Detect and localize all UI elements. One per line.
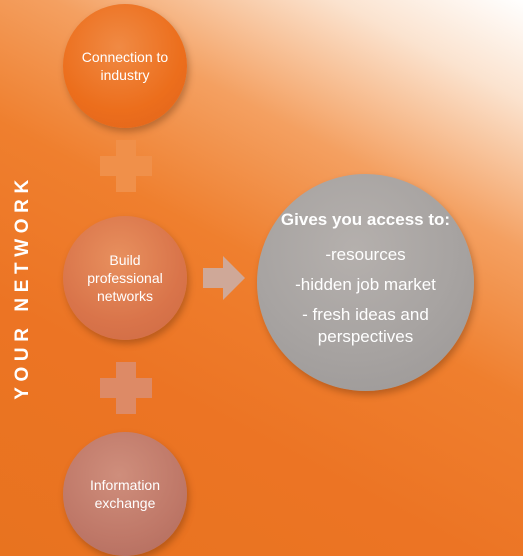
arrow-right-icon [203,256,245,300]
plus-icon [100,362,152,414]
result-title: Gives you access to: [280,210,451,229]
result-item-fresh-ideas: - fresh ideas and perspectives [302,305,429,346]
result-circle: Gives you access to: -resources -hidden … [257,174,474,391]
plus-icon [100,140,152,192]
result-item-hidden-job-market: -hidden job market [295,275,436,294]
plus-icon-vertical-bar [116,362,136,414]
arrow-shaft [203,268,223,288]
result-item-resources: -resources [325,245,406,264]
arrow-head [223,256,245,300]
node-information-label: Information exchange [89,477,161,511]
plus-icon-vertical-bar [116,140,136,192]
node-build-professional-networks: Build professional networks [63,216,187,340]
node-build-label: Build professional networks [87,252,163,304]
node-connection-label: Connection to industry [81,49,169,83]
node-connection-to-industry: Connection to industry [63,4,187,128]
side-label: YOUR NETWORK [12,174,33,400]
node-information-exchange: Information exchange [63,432,187,556]
